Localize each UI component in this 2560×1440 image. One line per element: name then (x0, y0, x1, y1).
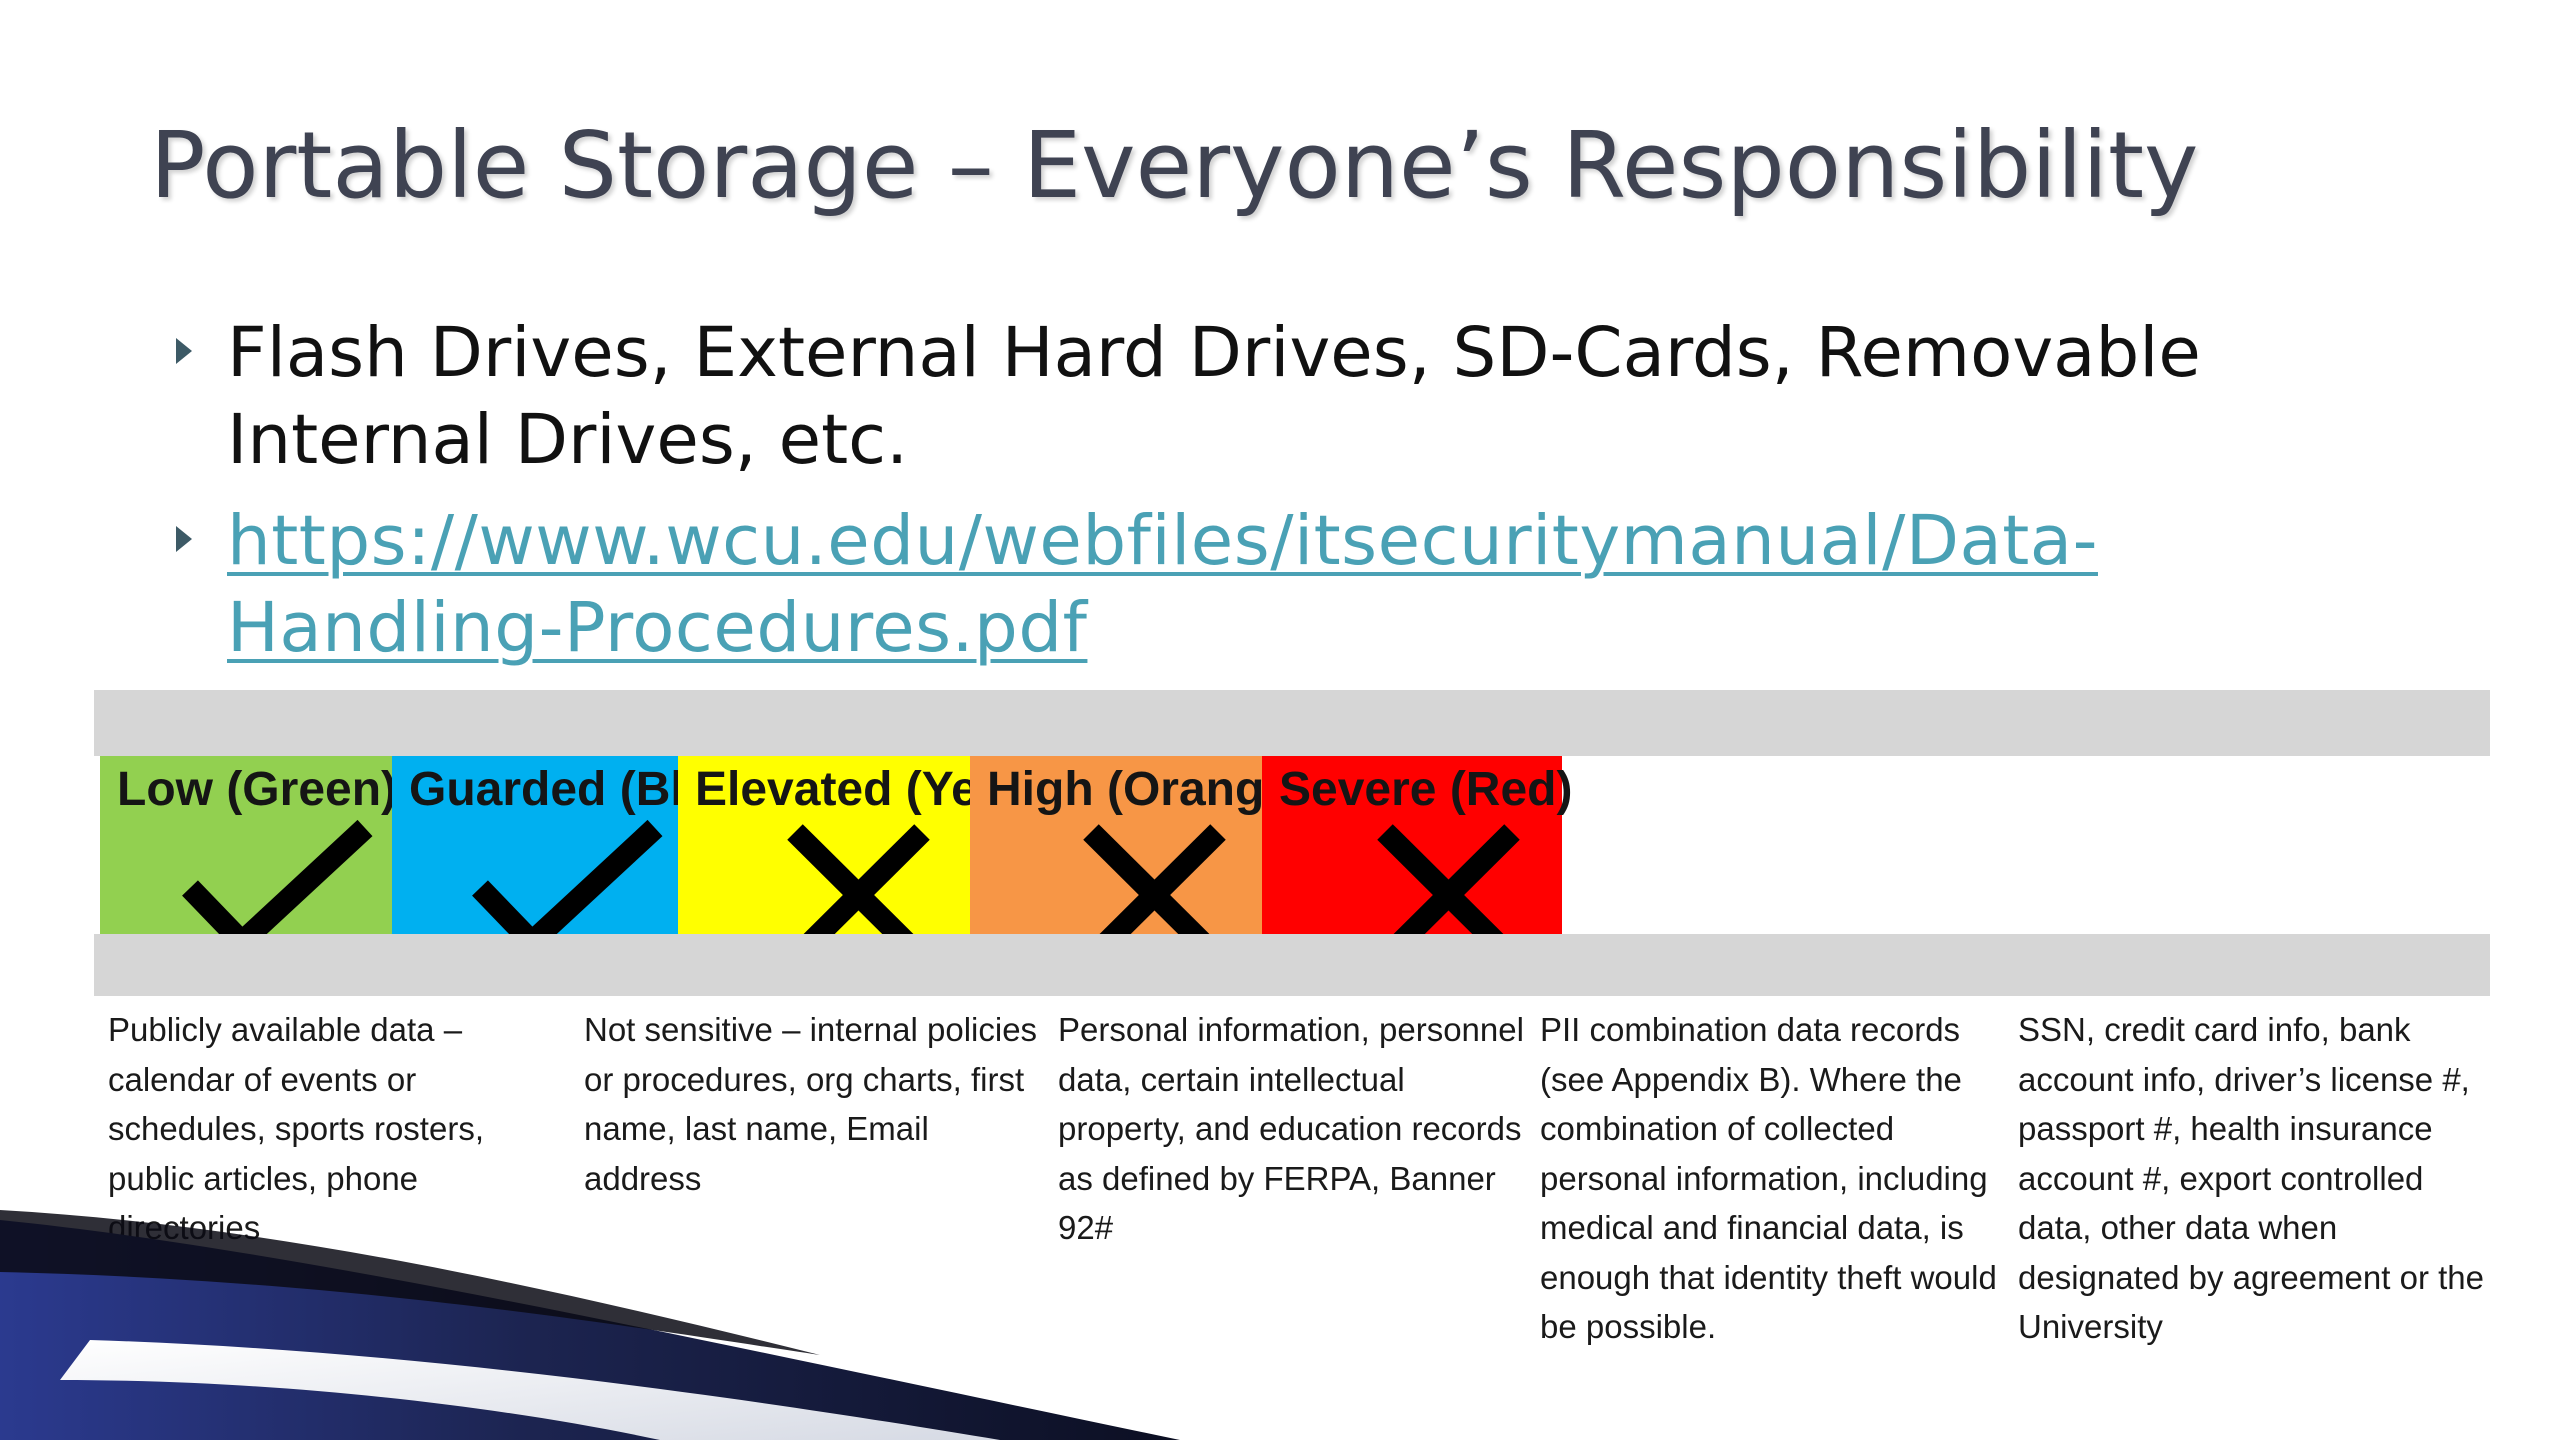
bullet-item-link: https://www.wcu.edu/webfiles/itsecuritym… (170, 498, 2420, 672)
table-footer-band (94, 934, 2490, 996)
slide-title: Portable Storage – Everyone’s Responsibi… (150, 112, 2199, 219)
level-guarded-blue: Guarded (Blue) (392, 756, 756, 958)
decorative-swoosh (0, 1210, 1180, 1440)
level-elevated-yellow: Elevated (Yellow) (678, 756, 1087, 966)
bullet-list: Flash Drives, External Hard Drives, SD-C… (170, 310, 2420, 686)
bullet-arrow-icon (176, 526, 192, 552)
bullet-item-devices: Flash Drives, External Hard Drives, SD-C… (170, 310, 2420, 484)
level-low-green: Low (Green) (100, 756, 397, 958)
level-label-low: Low (Green) (117, 763, 398, 816)
data-handling-procedures-link[interactable]: https://www.wcu.edu/webfiles/itsecuritym… (227, 501, 2098, 668)
classification-descriptions-row: Publicly available data – calendar of ev… (100, 1005, 2488, 1352)
description-elevated: Personal information, personnel data, ce… (1058, 1011, 1524, 1246)
bullet-text-devices: Flash Drives, External Hard Drives, SD-C… (227, 313, 2201, 480)
level-label-high: High (Orange) (987, 763, 1307, 816)
table-header-band (94, 690, 2490, 756)
bullet-arrow-icon (176, 338, 192, 364)
level-label-severe: Severe (Red) (1279, 763, 1573, 816)
level-high-orange: High (Orange) (970, 756, 1307, 966)
level-severe-red: Severe (Red) (1262, 756, 1572, 966)
description-guarded: Not sensitive – internal policies or pro… (584, 1011, 1038, 1197)
description-high: PII combination data records (see Append… (1540, 1011, 1997, 1345)
classification-levels-row: Low (Green) Guarded (Blue) Elevated (Yel… (100, 756, 2488, 966)
description-severe: SSN, credit card info, bank account info… (2018, 1011, 2484, 1345)
